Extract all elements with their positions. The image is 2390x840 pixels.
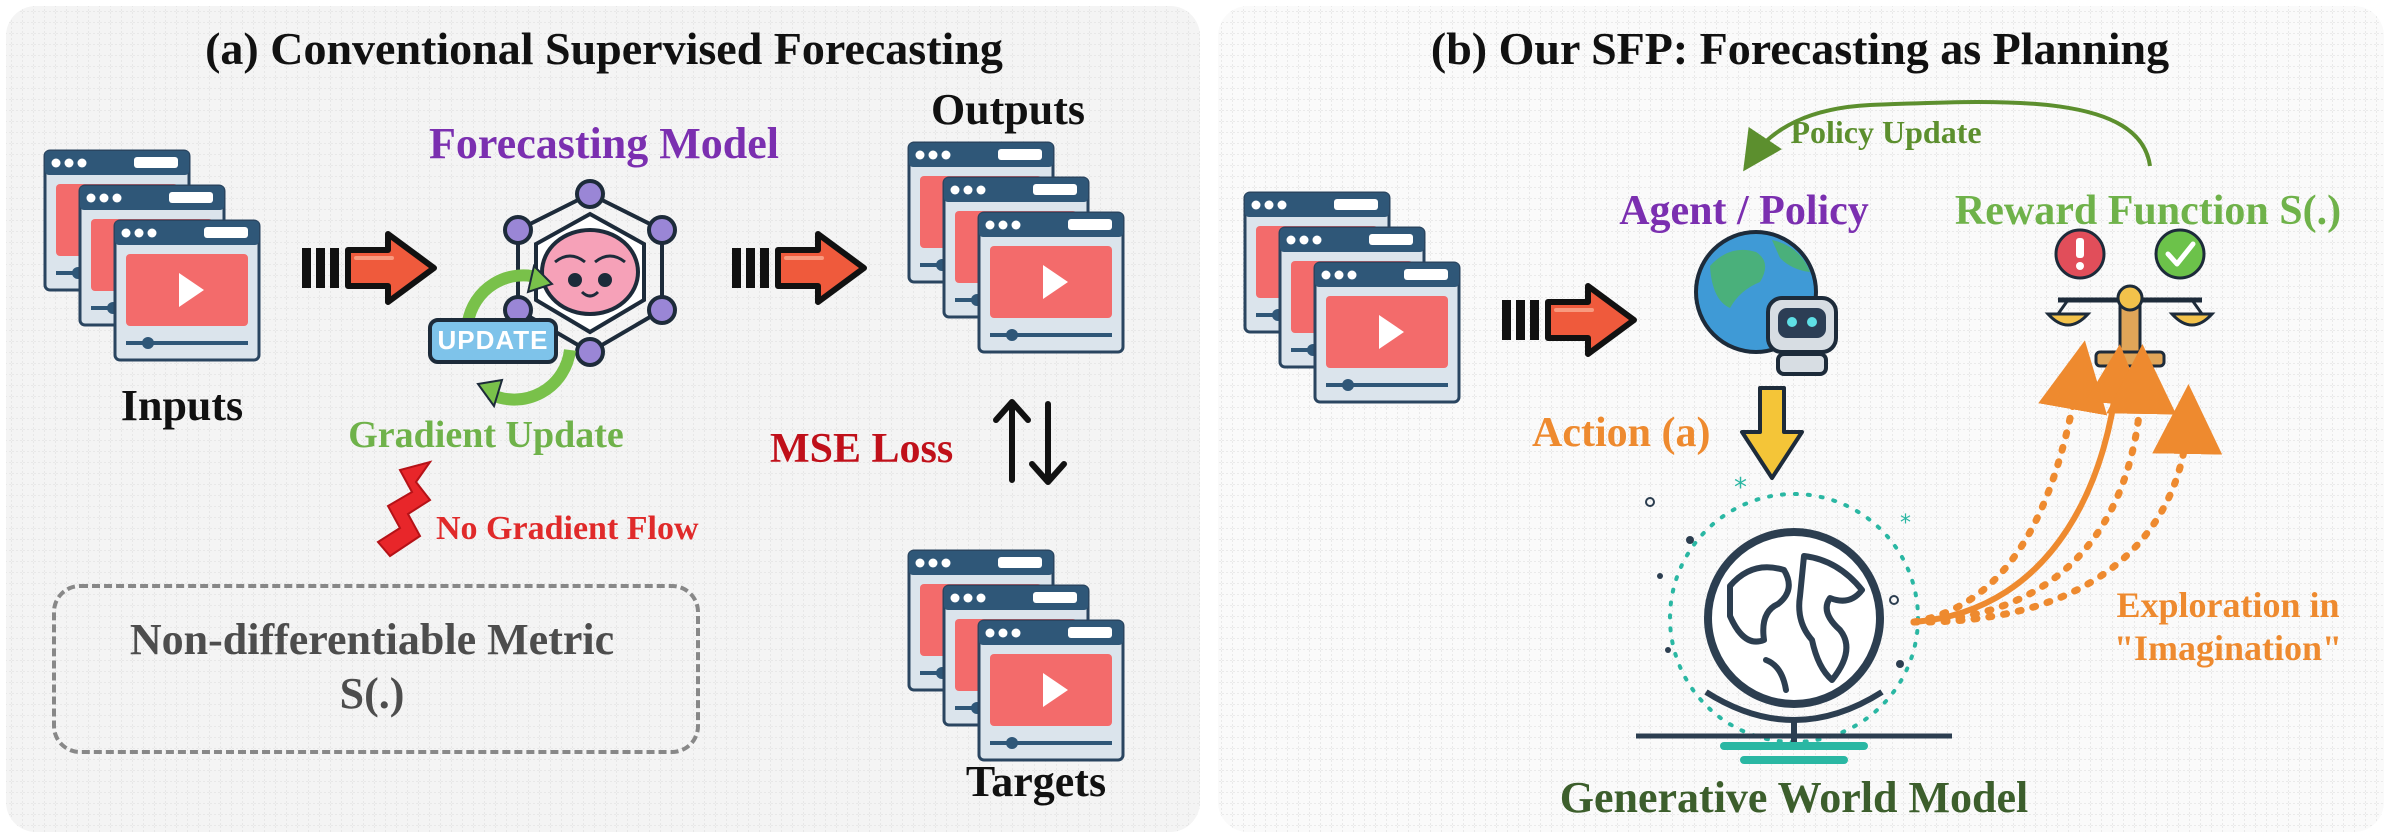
svg-text:*: * — [1900, 511, 1911, 536]
exploration-arrows — [1910, 340, 2223, 626]
panel-b-background — [1218, 6, 2384, 832]
action-label: Action (a) — [1532, 410, 1711, 456]
forecasting-model-label: Forecasting Model — [429, 119, 779, 168]
exclamation-icon — [2054, 228, 2106, 280]
globe-robot-icon — [1694, 230, 1838, 376]
check-icon — [2154, 228, 2206, 280]
agent-policy-label: Agent / Policy — [1619, 188, 1869, 234]
up-down-swap-arrows-icon — [993, 399, 1067, 485]
yellow-down-arrow-icon — [1740, 386, 1804, 480]
metric-line-1: Non-differentiable Metric — [129, 615, 615, 664]
refresh-cycle-icon — [428, 264, 576, 409]
inputs-label: Inputs — [120, 381, 244, 430]
update-badge: UPDATE — [437, 325, 549, 355]
exploration-line-2: "Imagination" — [2113, 628, 2343, 669]
policy-update-arrow — [1743, 99, 2152, 172]
no-gradient-flow-label: No Gradient Flow — [436, 510, 699, 547]
outputs-label: Outputs — [930, 85, 1086, 134]
reward-function-label: Reward Function S(.) — [1954, 188, 2342, 234]
gradient-update-label: Gradient Update — [348, 414, 624, 456]
world-globe-icon: * * — [1636, 473, 1952, 764]
targets-label: Targets — [965, 757, 1107, 806]
svg-text:*: * — [1734, 473, 1747, 503]
world-model-label: Generative World Model — [1559, 773, 2029, 822]
metric-line-2: S(.) — [339, 668, 405, 718]
panel-b-title: (b) Our SFP: Forecasting as Planning — [1430, 23, 2170, 74]
metric-box — [52, 584, 700, 754]
policy-update-label: Policy Update — [1790, 114, 1982, 150]
metric-label: Non-differentiable Metric S(.) — [130, 613, 614, 720]
panel-a-title: (a) Conventional Supervised Forecasting — [205, 23, 1003, 74]
exploration-line-1: Exploration in — [2116, 585, 2340, 625]
exploration-label: Exploration in "Imagination" — [2114, 584, 2342, 670]
broken-lightning-icon — [376, 460, 433, 558]
mse-loss-label: MSE Loss — [770, 426, 954, 472]
